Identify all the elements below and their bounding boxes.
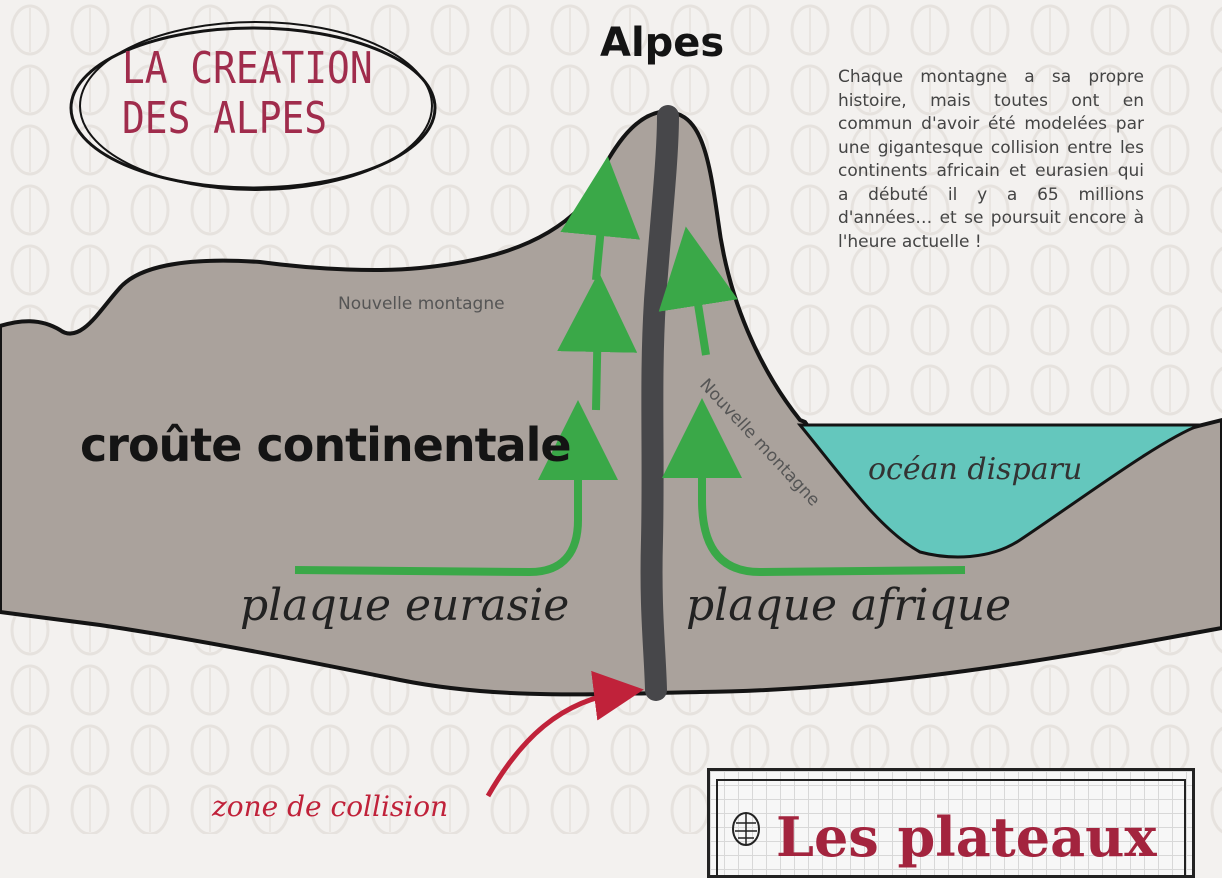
description-text: Chaque montagne a sa propre histoire, ma… bbox=[838, 67, 1144, 252]
banner-frame bbox=[716, 779, 1186, 875]
banner-title: Les plateaux bbox=[776, 805, 1157, 869]
pine-cone-icon bbox=[732, 812, 760, 846]
eurasia-uplift-arrow-3 bbox=[560, 156, 641, 281]
diagram-title: LA CREATION DES ALPES bbox=[122, 44, 373, 144]
peak-label: Alpes bbox=[600, 20, 725, 66]
title-oval bbox=[69, 21, 437, 191]
africa-uplift-arrow-2 bbox=[658, 226, 738, 356]
eurasia-uplift-arrow-2 bbox=[557, 272, 638, 411]
vanished-ocean bbox=[796, 423, 1201, 559]
cross-section-diagram bbox=[0, 105, 1222, 798]
africa-motion-arrow bbox=[662, 398, 966, 577]
african-plate-label: plaque afrique bbox=[686, 580, 1012, 631]
ocean-label: océan disparu bbox=[868, 452, 1083, 487]
title-line-2: DES ALPES bbox=[122, 93, 328, 144]
collision-zone-label: zone de collision bbox=[212, 790, 449, 823]
continental-crust-label: croûte continentale bbox=[80, 418, 572, 472]
next-section-banner: Les plateaux bbox=[707, 768, 1195, 878]
new-mountain-label-left: Nouvelle montagne bbox=[338, 294, 505, 314]
suture-fault bbox=[640, 105, 679, 701]
eurasia-motion-arrow bbox=[294, 400, 618, 577]
eurasian-plate-label: plaque eurasie bbox=[240, 580, 570, 631]
collision-zone-arrow bbox=[485, 670, 644, 798]
title-line-1: LA CREATION bbox=[122, 43, 373, 94]
